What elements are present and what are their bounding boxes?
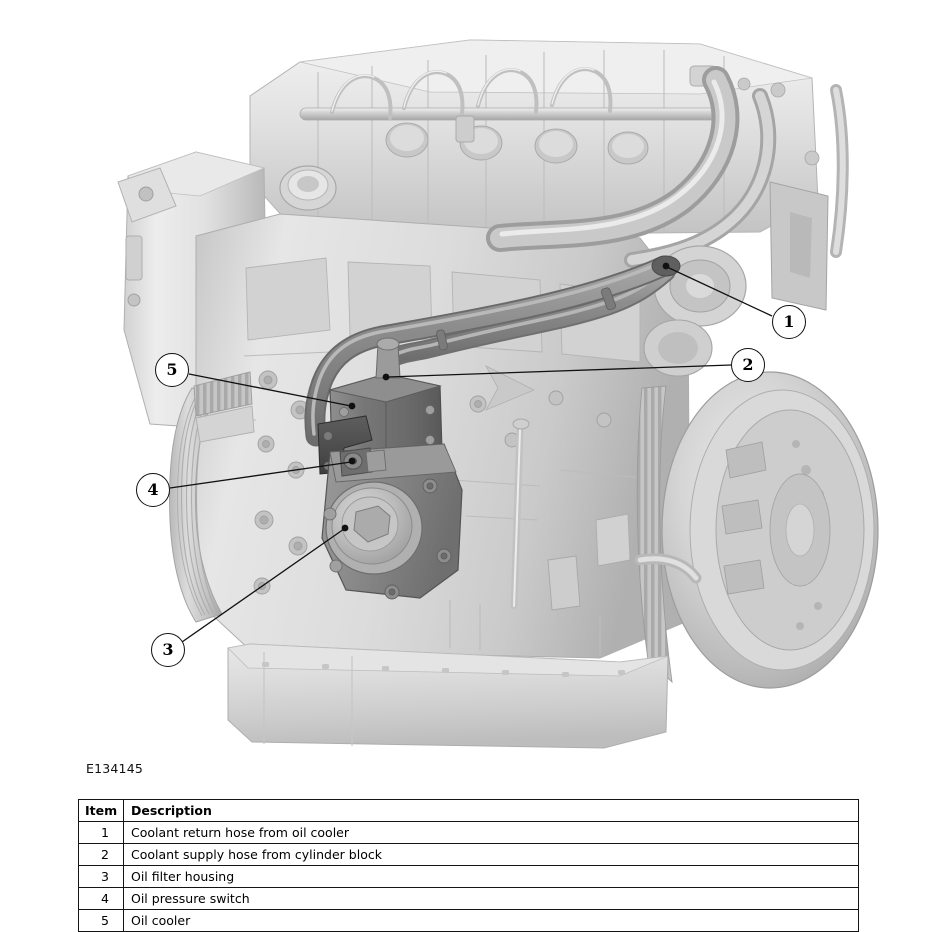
table-row: 1 Coolant return hose from oil cooler [78,821,859,844]
legend-item-number: 2 [78,843,124,866]
legend-item-description: Coolant return hose from oil cooler [123,821,859,844]
engine-diagram-svg [117,39,879,749]
legend-item-number: 1 [78,821,124,844]
table-row: 4 Oil pressure switch [78,887,859,910]
legend-item-description: Oil pressure switch [123,887,859,910]
legend-item-description: Coolant supply hose from cylinder block [123,843,859,866]
legend-item-description: Oil filter housing [123,865,859,888]
callout-4[interactable]: 4 [136,473,170,507]
table-row: 3 Oil filter housing [78,865,859,888]
callout-1[interactable]: 1 [772,305,806,339]
engine-illustration: 1 2 3 4 5 [117,39,879,749]
callout-2[interactable]: 2 [731,348,765,382]
flywheel-group [636,371,879,689]
block-accessory-detail-group [449,513,702,656]
legend-header-row: Item Description [78,799,859,822]
callout-5[interactable]: 5 [155,353,189,387]
legend-item-number: 3 [78,865,124,888]
legend-item-number: 4 [78,887,124,910]
table-row: 2 Coolant supply hose from cylinder bloc… [78,843,859,866]
oil-pressure-switch-group [339,447,387,477]
oil-filter-housing-group [321,443,463,600]
figure-id-label: E134145 [86,761,144,776]
legend-header-item: Item [78,799,124,822]
legend-table: Item Description 1 Coolant return hose f… [78,799,859,932]
oil-pan-group [227,643,669,749]
turbocharger-piping-group [486,66,849,377]
callout-leader-dots [341,262,670,532]
callout-3[interactable]: 3 [151,633,185,667]
legend-header-description: Description [123,799,859,822]
callout-leader-lines [169,266,773,643]
footer-paragraph-clipped [78,918,868,926]
